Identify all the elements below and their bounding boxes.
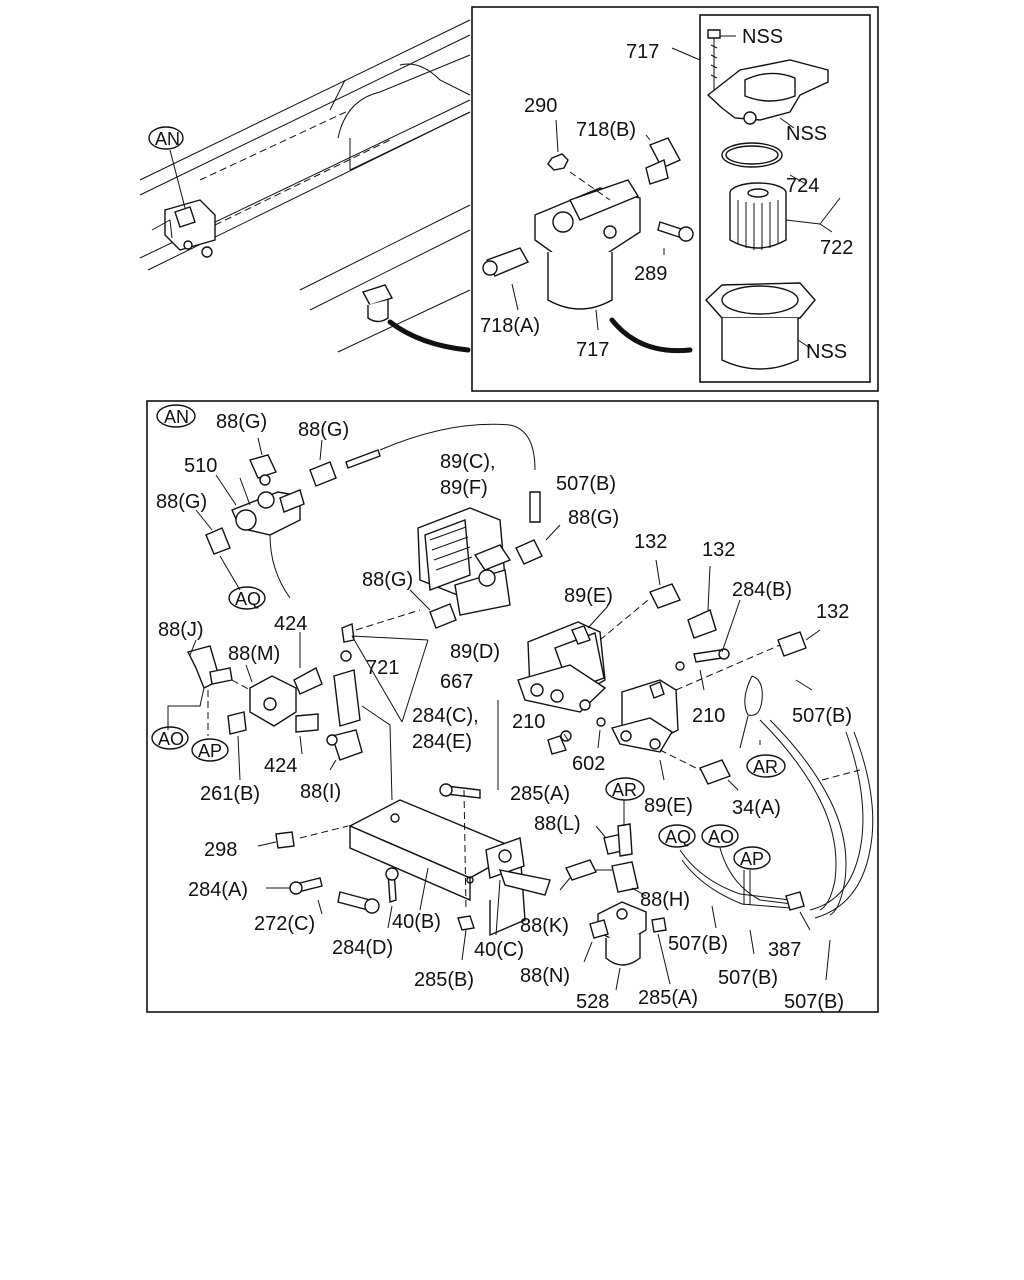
callout-aq-2: AQ xyxy=(658,824,696,848)
label-89e-1: 89(E) xyxy=(564,585,613,607)
label-261b: 261(B) xyxy=(200,783,260,805)
fittings-88-lower xyxy=(559,800,671,991)
label-nss-bolt: NSS xyxy=(742,26,783,48)
label-285a-1: 285(A) xyxy=(510,783,570,805)
label-424-2: 424 xyxy=(264,755,297,777)
an-detail-frame xyxy=(146,400,879,1013)
label-285b: 285(B) xyxy=(414,969,474,991)
label-718a: 718(A) xyxy=(480,315,540,337)
label-88g-2: 88(G) xyxy=(298,419,349,441)
filter-detail-frame xyxy=(471,6,879,392)
label-507b-5: 507(B) xyxy=(784,991,844,1013)
label-88h: 88(H) xyxy=(640,889,690,911)
label-507b-4: 507(B) xyxy=(718,967,778,989)
label-ap-1: AP xyxy=(198,741,222,761)
label-717-bottom: 717 xyxy=(576,339,609,361)
fittings-left-cluster xyxy=(167,609,429,801)
callout-ap-1: AP xyxy=(191,738,229,762)
label-289: 289 xyxy=(634,263,667,285)
label-284b: 284(B) xyxy=(732,579,792,601)
callout-ao-1: AO xyxy=(151,726,189,750)
label-284a: 284(A) xyxy=(188,879,248,901)
fuel-filter-assembly xyxy=(482,119,694,354)
label-89d: 89(D) xyxy=(450,641,500,663)
label-ao-1: AO xyxy=(158,729,184,749)
label-272c: 272(C) xyxy=(254,913,315,935)
callout-an-top: AN xyxy=(148,126,184,150)
label-602: 602 xyxy=(572,753,605,775)
label-89c: 89(C), xyxy=(440,451,496,473)
label-ap-2: AP xyxy=(740,849,764,869)
callout-ao-2: AO xyxy=(701,824,739,848)
label-132-1: 132 xyxy=(634,531,667,553)
label-667: 667 xyxy=(440,671,473,693)
valve-block-510 xyxy=(195,423,541,599)
label-424-1: 424 xyxy=(274,613,307,635)
label-88l: 88(L) xyxy=(534,813,581,835)
solenoid-89c xyxy=(409,507,561,629)
label-ar-1: AR xyxy=(753,757,778,777)
label-724: 724 xyxy=(786,175,819,197)
label-387: 387 xyxy=(768,939,801,961)
label-an-top: AN xyxy=(155,129,180,149)
label-210-1: 210 xyxy=(512,711,545,733)
label-284e: 284(E) xyxy=(412,731,472,753)
label-nss-cover: NSS xyxy=(786,123,827,145)
label-507b-1: 507(B) xyxy=(556,473,616,495)
label-aq-2: AQ xyxy=(665,827,691,847)
hoses-507b xyxy=(679,719,874,981)
callout-aq-1: AQ xyxy=(228,586,266,610)
label-40c: 40(C) xyxy=(474,939,524,961)
label-721: 721 xyxy=(366,657,399,679)
filter-exploded-parts xyxy=(671,29,841,370)
label-210-2: 210 xyxy=(692,705,725,727)
label-284c: 284(C), xyxy=(412,705,479,727)
label-718b: 718(B) xyxy=(576,119,636,141)
label-89f: 89(F) xyxy=(440,477,488,499)
filter-exploded-frame xyxy=(699,14,871,383)
mounting-bracket-40 xyxy=(257,700,551,961)
callout-ar-2: AR xyxy=(605,777,645,801)
label-88g-4: 88(G) xyxy=(568,507,619,529)
solenoid-89d xyxy=(517,559,717,749)
label-ao-2: AO xyxy=(708,827,734,847)
label-717-top: 717 xyxy=(626,41,659,63)
callout-ap-2: AP xyxy=(733,846,771,870)
label-88m: 88(M) xyxy=(228,643,280,665)
label-132-3: 132 xyxy=(816,601,849,623)
label-nss-bowl: NSS xyxy=(806,341,847,363)
callout-ar-1: AR xyxy=(746,754,786,778)
label-88n: 88(N) xyxy=(520,965,570,987)
label-285a-2: 285(A) xyxy=(638,987,698,1009)
label-34a: 34(A) xyxy=(732,797,781,819)
label-88i: 88(I) xyxy=(300,781,341,803)
label-88g-3: 88(G) xyxy=(156,491,207,513)
label-aq-1: AQ xyxy=(235,589,261,609)
label-88k: 88(K) xyxy=(520,915,569,937)
label-722: 722 xyxy=(820,237,853,259)
vehicle-frame-view xyxy=(139,19,471,353)
label-88g-1: 88(G) xyxy=(216,411,267,433)
solenoid-89e xyxy=(547,599,821,791)
label-89e-2: 89(E) xyxy=(644,795,693,817)
label-284d: 284(D) xyxy=(332,937,393,959)
label-290: 290 xyxy=(524,95,557,117)
label-528: 528 xyxy=(576,991,609,1013)
label-298: 298 xyxy=(204,839,237,861)
label-88j: 88(J) xyxy=(158,619,204,641)
label-132-2: 132 xyxy=(702,539,735,561)
label-ar-2: AR xyxy=(612,780,637,800)
label-40b: 40(B) xyxy=(392,911,441,933)
label-an-detail: AN xyxy=(164,407,189,427)
callout-an-detail: AN xyxy=(156,404,196,428)
label-507b-3: 507(B) xyxy=(668,933,728,955)
label-88g-5: 88(G) xyxy=(362,569,413,591)
label-507b-2: 507(B) xyxy=(792,705,852,727)
label-510: 510 xyxy=(184,455,217,477)
